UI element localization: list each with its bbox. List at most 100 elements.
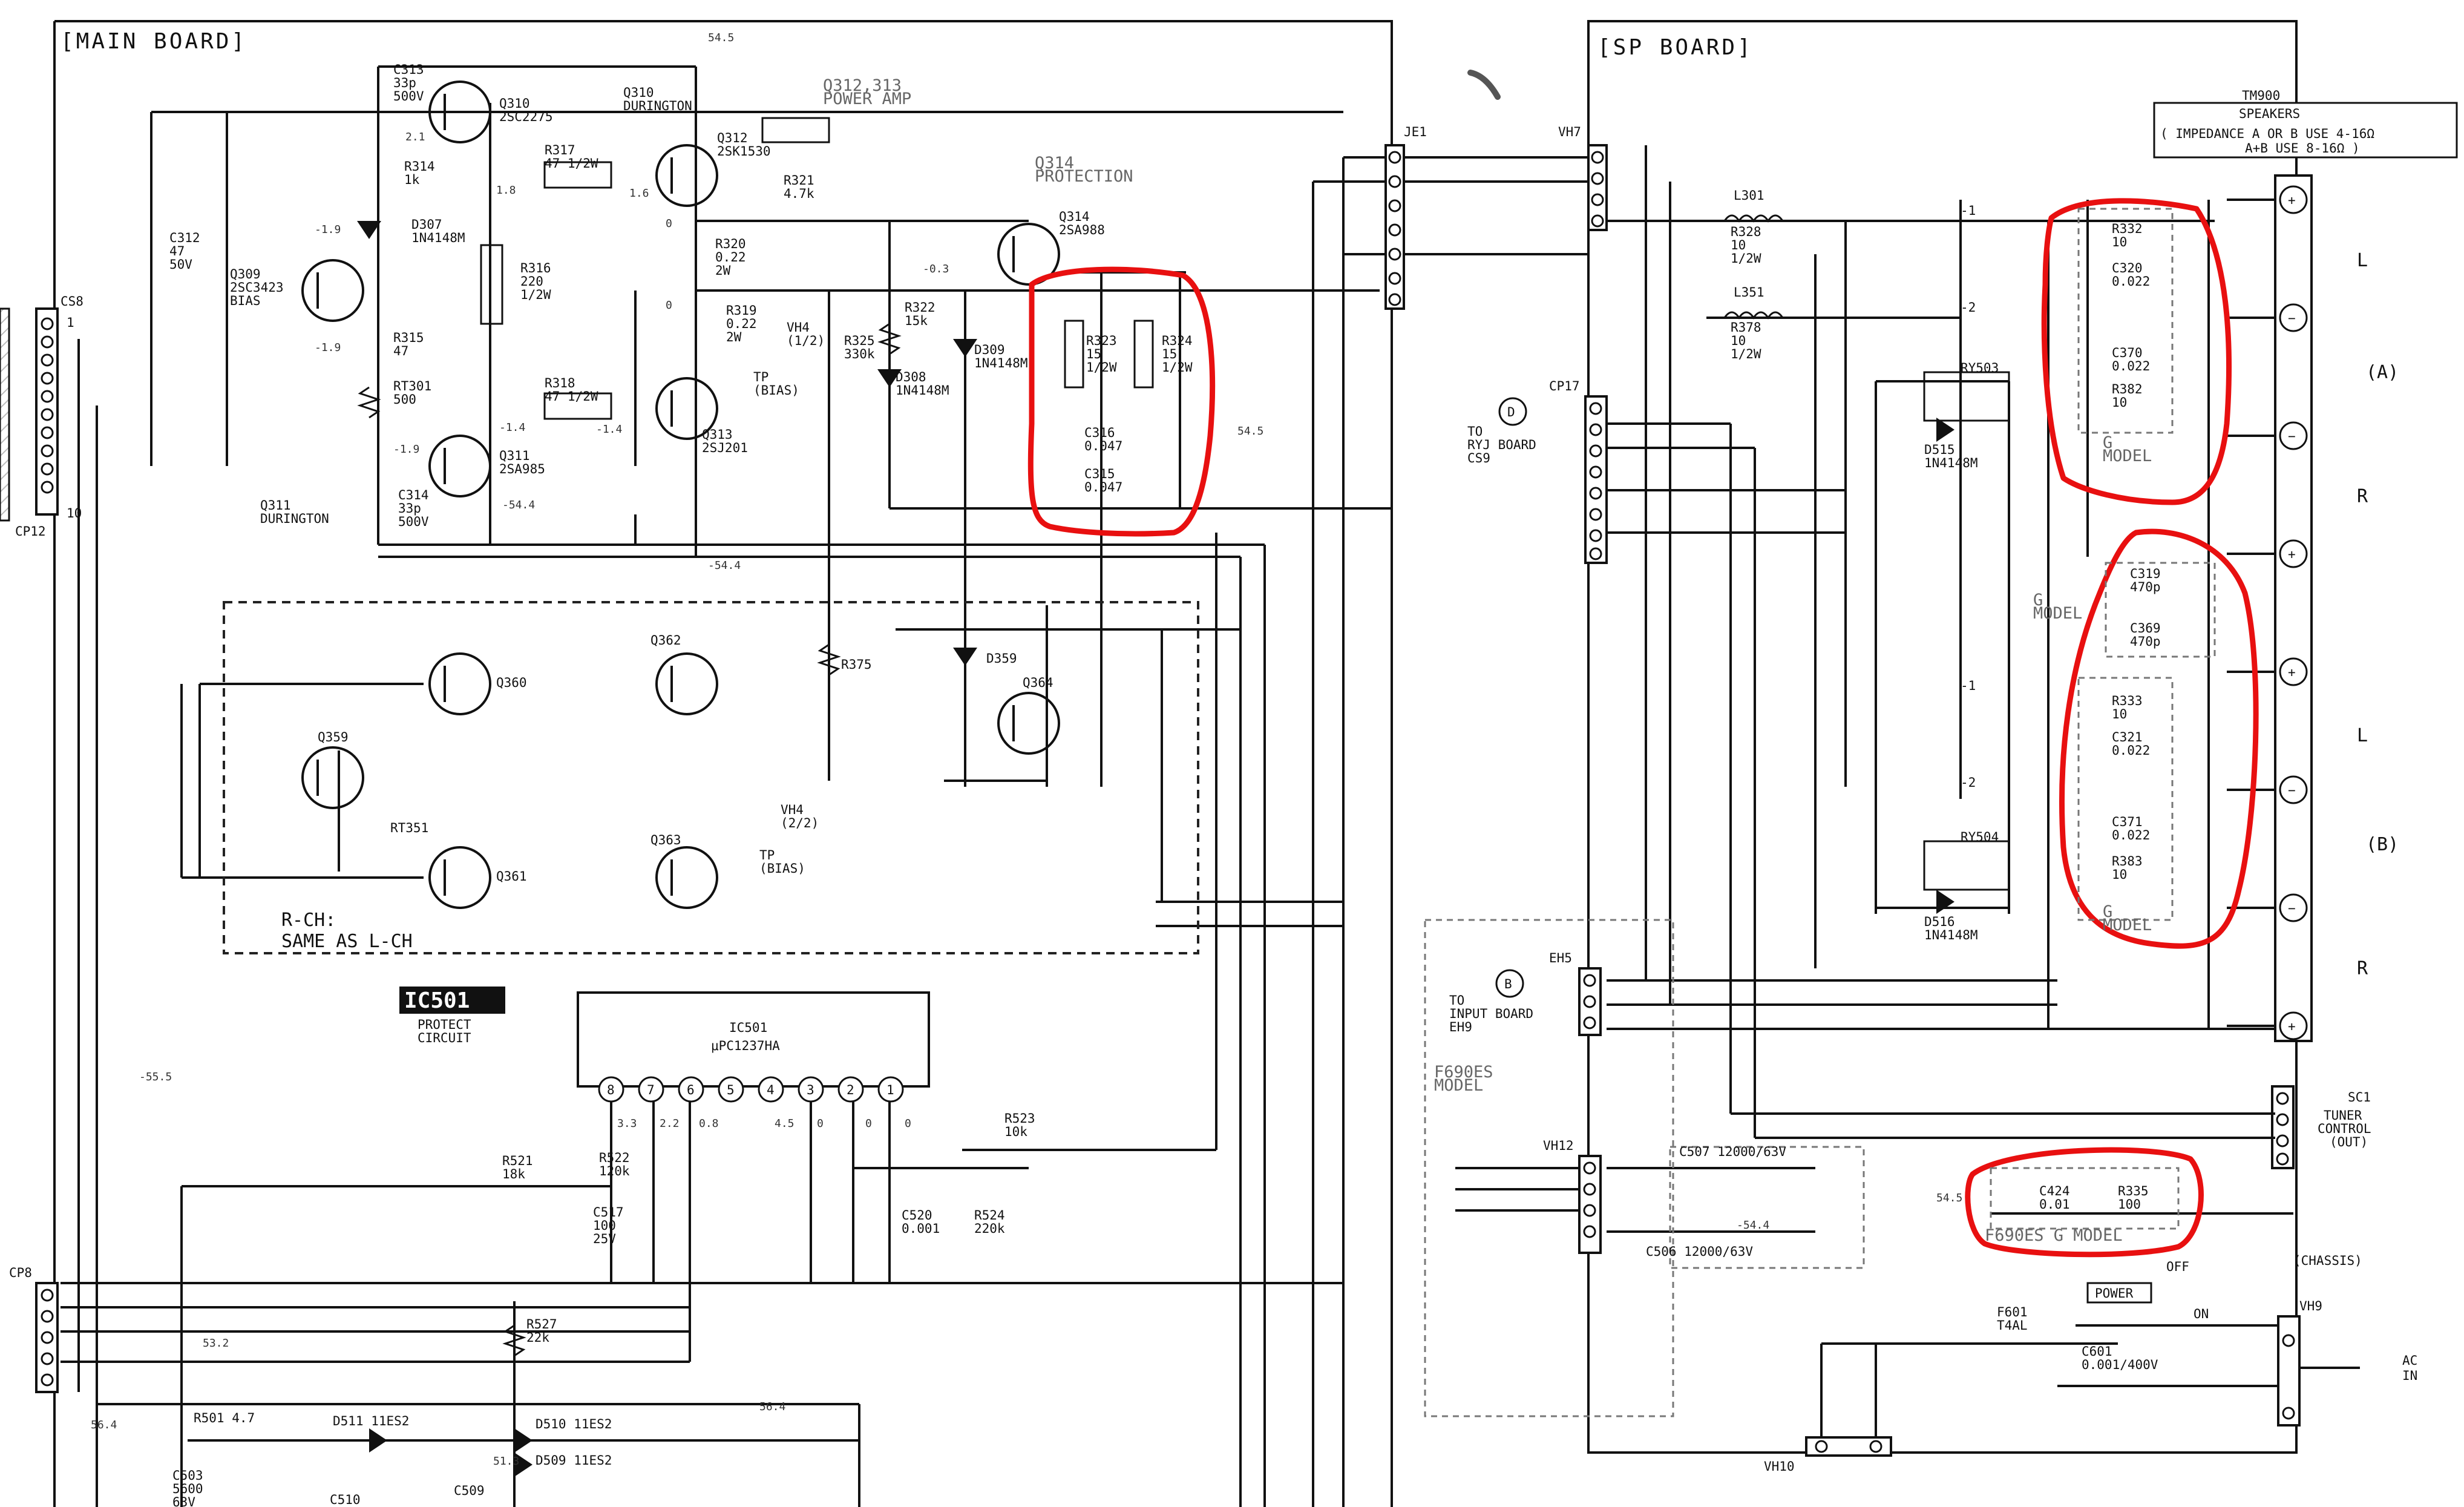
- components-c517-46-line-1: C517: [593, 1205, 624, 1220]
- connector-vh12: VH12: [1543, 1138, 1602, 1254]
- components-d307-18-line-1: D307: [411, 217, 442, 232]
- components-r521-44-line-1: R521: [502, 1154, 533, 1168]
- voltages-vm19b-90: -1.9: [315, 341, 341, 354]
- components-c506-77: C506 12000/63V: [1646, 1244, 1753, 1259]
- ac-in-2: IN: [2402, 1368, 2417, 1383]
- transistor-q359: [301, 746, 364, 809]
- components-d307-18-line-2: 1N4148M: [411, 231, 465, 245]
- components-tp_bias-43-line-2: (BIAS): [759, 861, 805, 876]
- components-rt301-21-line-1: RT301: [393, 379, 431, 393]
- speaker-terminal-sign-5: +: [2288, 665, 2296, 680]
- ic501-pin-number-5: 5: [727, 1083, 735, 1097]
- transistors-q362-11: Q362: [650, 633, 681, 648]
- rch-note-1: R-CH:: [281, 910, 336, 931]
- components-c313-16-line-1: C313: [393, 62, 424, 77]
- components-tp_bias-30-line-2: (BIAS): [753, 383, 799, 398]
- components-r321-26-line-2: 4.7k: [784, 186, 814, 201]
- transistor-q309: [301, 259, 364, 322]
- vh10-label: VH10: [1764, 1459, 1795, 1474]
- transistor-symbols: [301, 80, 1060, 909]
- speaker-terminal-1: [2279, 185, 2308, 214]
- side-label-2: R: [2357, 486, 2368, 507]
- annotations-amp_title-0-line-2: POWER AMP: [823, 90, 911, 108]
- components-d309-34-line-2: 1N4148M: [974, 356, 1028, 370]
- to-input-3: EH9: [1449, 1020, 1472, 1034]
- annotations-g_model-114-line-2: MODEL: [2033, 604, 2082, 623]
- ic501-pin-6: [678, 1076, 704, 1103]
- components-c320-67-line-1: C320: [2112, 261, 2143, 275]
- voltages-v22-99: 2.2: [660, 1117, 680, 1130]
- voltages-v545a-82: 54.5: [708, 31, 734, 44]
- components-l351-60: L351: [1734, 285, 1764, 300]
- ic501-pin-4: [758, 1076, 784, 1103]
- speaker-terminal-6: [2279, 775, 2308, 804]
- annotations-f690es_model-111-line-1: F690ES: [1434, 1063, 1493, 1082]
- voltages-v564-106: 56.4: [759, 1400, 785, 1413]
- off-label: OFF: [2166, 1259, 2189, 1274]
- ic501-pin-number-8: 8: [607, 1083, 615, 1097]
- speakers-label: SPEAKERS: [2239, 107, 2300, 121]
- tm900-label: TM900: [2242, 88, 2280, 103]
- components-r320-27-line-3: 2W: [715, 263, 731, 278]
- transistor-q311: [428, 435, 491, 497]
- transistors-q310-2-line-2: 2SC2275: [499, 110, 553, 124]
- components-r318-25-line-1: R318: [545, 376, 575, 390]
- components-d359-41: D359: [986, 651, 1017, 666]
- power-switch[interactable]: POWER ON OFF: [2086, 1259, 2209, 1321]
- annotations-g_model-115-line-1: G: [2103, 902, 2112, 921]
- components-c503-55-line-3: 63V: [172, 1495, 195, 1507]
- components-rt301-21-line-2: 500: [393, 392, 416, 407]
- sp-board-title: [SP BOARD]: [1597, 35, 1753, 60]
- voltages-vm19a-89: -1.9: [315, 223, 341, 236]
- annotations-protection-1-line-1: Q314: [1035, 154, 1074, 172]
- voltages-v18-84: 1.8: [496, 184, 516, 197]
- components-r325-31-line-1: R325: [844, 333, 875, 348]
- to-input-1: TO: [1449, 993, 1464, 1008]
- transistor-q310: [428, 80, 491, 143]
- speaker-terminal-2: [2279, 303, 2308, 332]
- ic501-pin-number-4: 4: [767, 1083, 775, 1097]
- components-r527-50-line-1: R527: [526, 1317, 557, 1331]
- connector-cp17: CP17 D TO RYJ BOARD CS9: [1467, 379, 1608, 564]
- speaker-terminal-7: [2279, 893, 2308, 922]
- components-c312-19-line-1: C312: [169, 231, 200, 245]
- components-c369-71-line-1: C369: [2130, 621, 2161, 635]
- components-c510-56: C510: [330, 1492, 361, 1507]
- transistor-q312: [655, 144, 718, 207]
- components-r314-17-line-1: R314: [404, 159, 435, 174]
- transistors-q359-12: Q359: [318, 730, 349, 744]
- components-c370-68-line-2: 0.022: [2112, 359, 2150, 373]
- components-r522-45-line-1: R522: [599, 1151, 630, 1165]
- components-d509-54: D509 11ES2: [536, 1453, 612, 1468]
- rch-box: [223, 601, 1199, 954]
- transistor-q314: [997, 223, 1060, 286]
- speaker-terminal-4: [2279, 539, 2308, 568]
- speaker-terminal-sign-4: +: [2288, 547, 2296, 562]
- components-c369-71-line-2: 470p: [2130, 634, 2161, 649]
- components-r324-36-line-3: 1/2W: [1162, 360, 1193, 375]
- voltages-v21-83: 2.1: [405, 131, 425, 143]
- transistors-q309-4-line-2: 2SC3423: [230, 280, 284, 295]
- speaker-terminal-sign-3: −: [2288, 429, 2296, 444]
- components-r378-61-line-3: 1/2W: [1731, 347, 1761, 361]
- to-ryj-2: RYJ BOARD: [1467, 438, 1536, 452]
- components-ry504-64: RY504: [1961, 830, 1999, 844]
- transistors-q309-4-line-3: BIAS: [230, 294, 261, 308]
- voltages-v16-85: 1.6: [629, 187, 649, 200]
- ic501-pin-1: [877, 1076, 904, 1103]
- ic501-part-1: IC501: [729, 1020, 767, 1035]
- components-r315-20-line-2: 47: [393, 344, 408, 358]
- ic501-pin-3: [798, 1076, 824, 1103]
- voltages-v564b-108: 56.4: [91, 1419, 117, 1431]
- components-r315-20-line-1: R315: [393, 330, 424, 345]
- components-c503-55-line-1: C503: [172, 1468, 203, 1483]
- channel-a: (A): [2366, 362, 2399, 383]
- cp17-label: CP17: [1549, 379, 1580, 393]
- transistors-q364-15: Q364: [1023, 675, 1053, 690]
- components-d511-52: D511 11ES2: [333, 1414, 409, 1428]
- components-f601-80-line-2: T4AL: [1997, 1318, 2028, 1333]
- components-r319-28-line-2: 0.22: [726, 317, 757, 331]
- connector-cp8: CP8: [9, 1266, 59, 1393]
- diode-symbols: [357, 221, 977, 1477]
